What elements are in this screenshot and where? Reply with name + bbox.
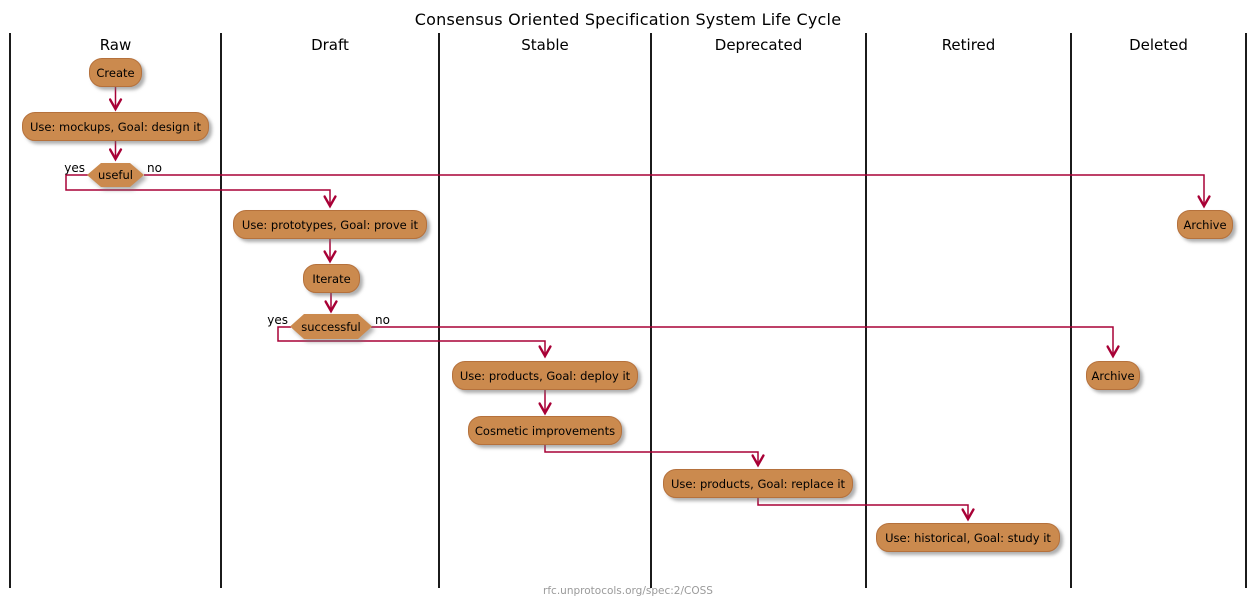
lane-divider: [650, 33, 652, 588]
branch-label-useful-yes: yes: [64, 161, 85, 175]
lane-header-deleted: Deleted: [1129, 36, 1188, 54]
branch-label-useful-no: no: [147, 161, 162, 175]
node-create: Create: [89, 58, 142, 87]
node-deploy: Use: products, Goal: deploy it: [452, 361, 638, 390]
lane-divider: [1245, 33, 1247, 588]
lane-divider: [220, 33, 222, 588]
edge-successful-yes-to-deploy: [277, 326, 552, 359]
diagram-title: Consensus Oriented Specification System …: [414, 10, 842, 29]
node-cosmetic: Cosmetic improvements: [468, 416, 622, 445]
lane-divider: [1070, 33, 1072, 588]
decision-successful-shape: successful: [290, 314, 372, 339]
node-mockups: Use: mockups, Goal: design it: [22, 112, 209, 141]
lane-divider: [438, 33, 440, 588]
edge-cosmetic-to-replace: [544, 445, 765, 468]
node-prototypes: Use: prototypes, Goal: prove it: [233, 210, 427, 239]
edge-successful-no-to-archive: [371, 326, 1120, 359]
node-replace: Use: products, Goal: replace it: [663, 469, 853, 498]
edge-replace-to-study: [757, 498, 975, 522]
lane-header-deprecated: Deprecated: [714, 36, 803, 54]
lane-header-retired: Retired: [941, 36, 996, 54]
lane-header-stable: Stable: [521, 36, 569, 54]
edge-useful-no-to-archive: [144, 174, 1211, 209]
decision-useful: useful: [87, 163, 144, 187]
lane-header-draft: Draft: [311, 36, 349, 54]
node-iterate: Iterate: [303, 264, 360, 293]
lane-divider: [865, 33, 867, 588]
lane-header-raw: Raw: [99, 36, 132, 54]
decision-successful: successful: [290, 314, 372, 339]
node-study: Use: historical, Goal: study it: [876, 523, 1060, 552]
lane-divider: [9, 33, 11, 588]
edge-useful-yes-to-prototypes: [65, 174, 337, 209]
decision-useful-shape: useful: [87, 163, 144, 187]
spec-url-text: rfc.unprotocols.org/spec:2/COSS: [543, 585, 713, 597]
node-archive-deleted-top: Archive: [1177, 210, 1233, 239]
branch-label-successful-yes: yes: [267, 313, 288, 327]
branch-label-successful-no: no: [375, 313, 390, 327]
node-archive-deleted-bottom: Archive: [1086, 361, 1140, 390]
